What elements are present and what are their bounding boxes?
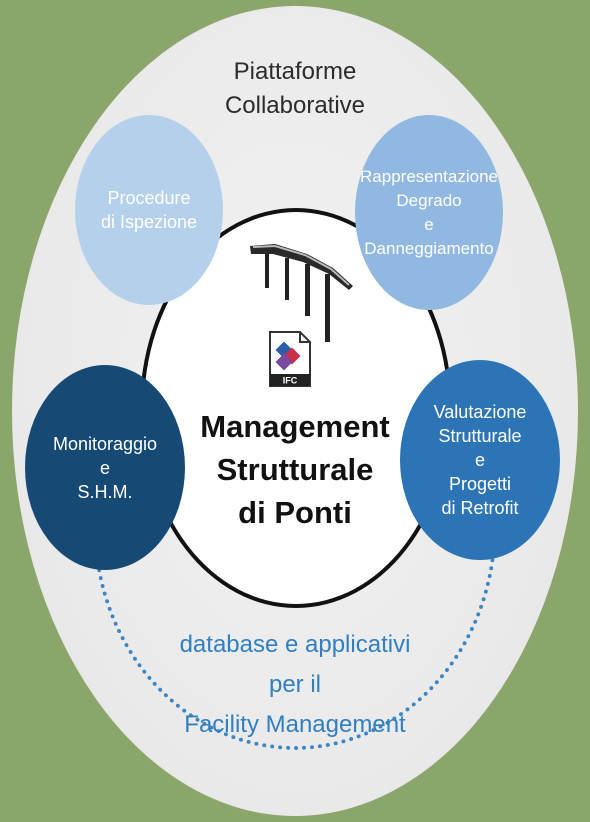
sat-line: Degrado <box>396 190 462 210</box>
sat-line: Procedure <box>107 188 191 208</box>
collaborative-platforms-label: Piattaforme Collaborative <box>195 55 395 123</box>
label-line: Collaborative <box>224 92 366 119</box>
label-line: database e applicativi <box>179 631 411 658</box>
center-title-line: Strutturale <box>216 452 374 487</box>
label-line: per il <box>268 671 322 698</box>
sat-line: e <box>424 214 434 234</box>
degradation-damage-circle: Rappresentazione Degrado e Danneggiament… <box>355 115 503 310</box>
sat-line: S.H.M. <box>77 481 133 502</box>
label-line: Piattaforme <box>233 58 357 85</box>
facility-management-label: database e applicativi per il Facility M… <box>150 625 440 745</box>
sat-line: Valutazione <box>433 402 527 422</box>
sat-line: e <box>99 457 110 478</box>
sat-line: Progetti <box>448 474 512 494</box>
center-title-line: di Ponti <box>238 495 352 530</box>
sat-line: di Ispezione <box>100 212 198 232</box>
sat-line: Strutturale <box>438 426 522 446</box>
ifc-file-icon: IFC <box>269 331 311 387</box>
label-line: Facility Management <box>184 711 406 738</box>
monitoring-shm-circle: Monitoraggio e S.H.M. <box>25 365 185 570</box>
inspection-procedures-circle: Procedure di Ispezione <box>75 115 223 305</box>
structural-assessment-circle: Valutazione Strutturale e Progetti di Re… <box>400 360 560 560</box>
sat-line: Rappresentazione <box>360 166 498 186</box>
center-title: Management Strutturale di Ponti <box>170 405 420 534</box>
bridge-icon <box>250 244 353 342</box>
sat-line: Danneggiamento <box>364 238 494 258</box>
sat-line: di Retrofit <box>441 498 519 518</box>
sat-line: e <box>474 450 485 470</box>
center-title-line: Management <box>200 409 390 444</box>
sat-line: Monitoraggio <box>52 433 158 454</box>
ifc-text: IFC <box>283 376 298 386</box>
